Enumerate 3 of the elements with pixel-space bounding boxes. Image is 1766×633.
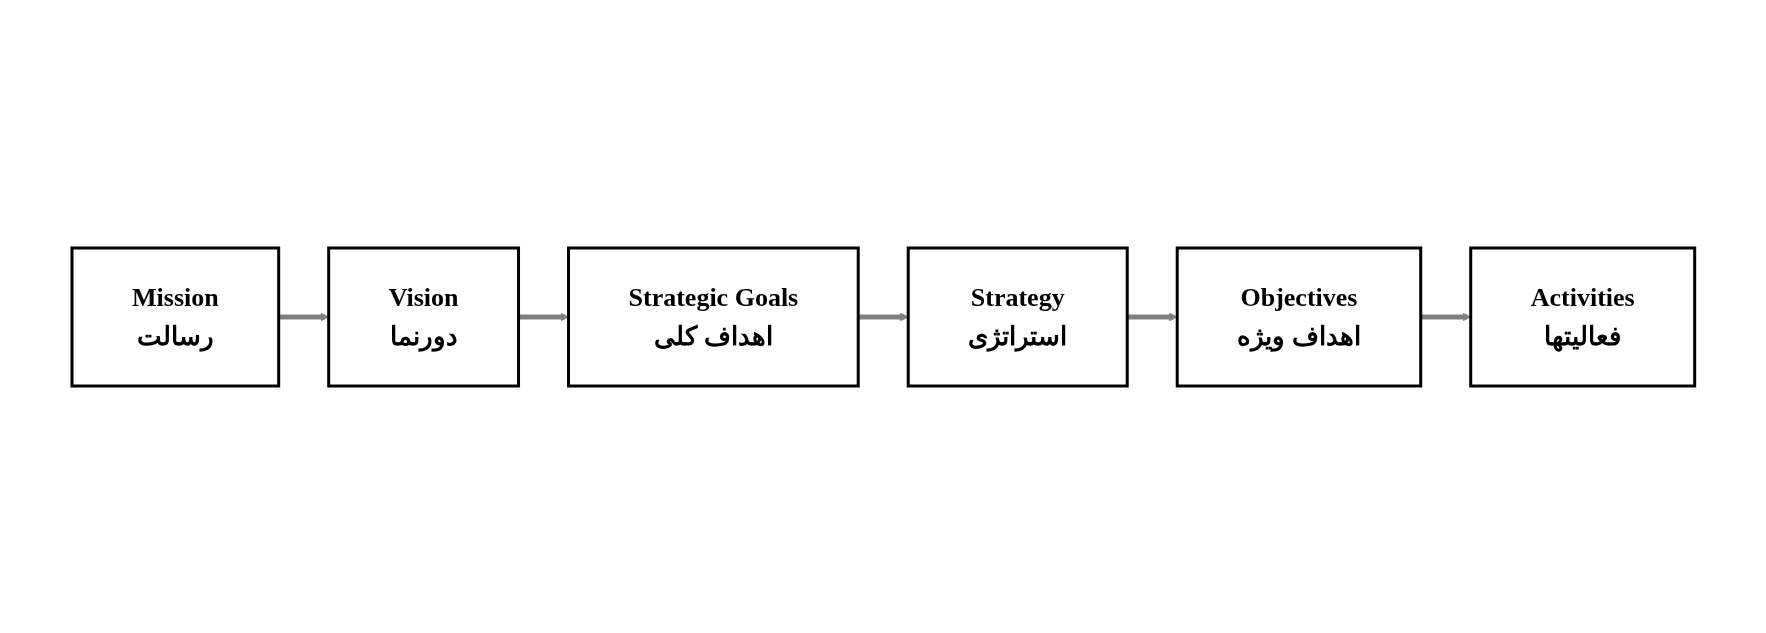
arrow [278, 312, 329, 321]
arrow [1420, 312, 1471, 321]
arrow [518, 312, 569, 321]
